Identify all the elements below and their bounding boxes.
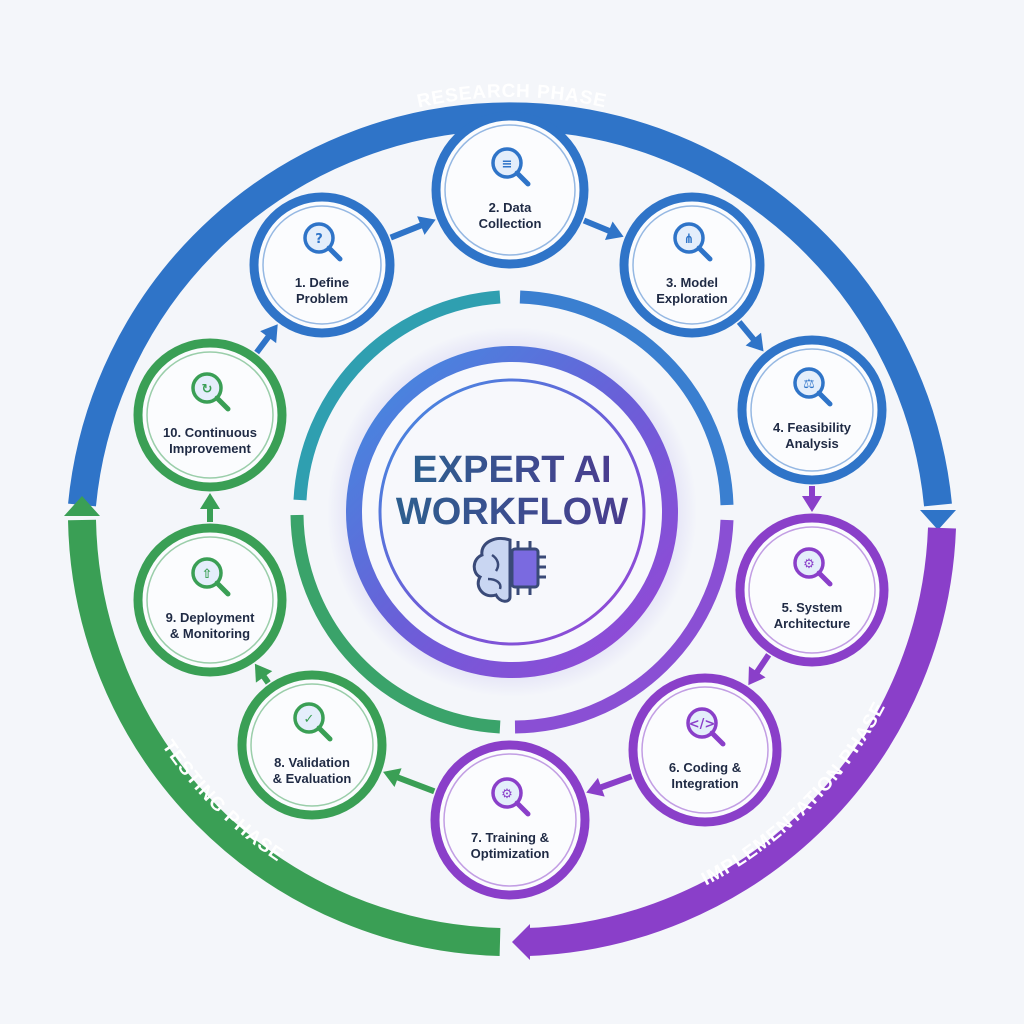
step-label-line2: Integration <box>671 776 738 791</box>
step-label-line1: 2. Data <box>489 200 532 215</box>
question-magnifier-icon: ? <box>303 222 343 262</box>
testing-phase-arc <box>68 519 501 956</box>
implementation-phase-arc <box>527 527 956 956</box>
inner-arc-green <box>290 514 501 734</box>
step-label-line1: 8. Validation <box>274 755 350 770</box>
step-label-line2: Exploration <box>656 291 728 306</box>
gears-chart-icon: ⚙ <box>491 777 531 817</box>
scale-magnifier-icon: ⚖ <box>793 367 833 407</box>
step-label-line2: Improvement <box>169 441 251 456</box>
testing-arrowhead <box>64 496 100 516</box>
center-title-line1: EXPERT AI <box>412 449 611 491</box>
shield-check-table-icon: ✓ <box>293 702 333 742</box>
step-label-line1: 6. Coding & <box>669 760 741 775</box>
cycle-check-leaf-icon: ↻ <box>191 372 231 412</box>
step-arrow <box>802 486 822 512</box>
step-label-line1: 10. Continuous <box>163 425 257 440</box>
svg-text:⚙: ⚙ <box>803 557 815 572</box>
step-label-line1: 5. System <box>782 600 843 615</box>
center-hub: EXPERT AI WORKFLOW <box>327 327 697 697</box>
step-arrow <box>383 768 436 795</box>
cloud-upload-icon: ⇧ <box>191 557 231 597</box>
step-node-9[interactable]: ⇧ 9. Deployment& Monitoring <box>133 523 287 677</box>
step-label-line1: 3. Model <box>666 275 718 290</box>
step-label-line2: Optimization <box>471 846 550 861</box>
inner-arc-teal <box>293 290 501 501</box>
step-label-line2: & Evaluation <box>273 771 352 786</box>
brain-chip-icon <box>472 537 546 603</box>
network-search-icon: ⋔ <box>673 222 713 262</box>
svg-text:↻: ↻ <box>202 382 213 397</box>
svg-text:⚙: ⚙ <box>501 787 513 802</box>
svg-text:≡: ≡ <box>502 157 513 172</box>
step-label-line1: 1. Define <box>295 275 349 290</box>
step-node-6[interactable]: </> 6. Coding &Integration <box>628 673 782 827</box>
step-arrow <box>200 493 220 522</box>
inner-arc-blue <box>519 290 734 506</box>
research-arrowhead <box>920 510 956 530</box>
implementation-arrowhead <box>512 924 530 960</box>
inner-cycle-ring <box>290 290 734 734</box>
blueprint-gears-icon: ⚙ <box>793 547 833 587</box>
step-arrow <box>389 216 436 241</box>
code-gear-icon: </> <box>686 707 726 747</box>
step-node-7[interactable]: ⚙ 7. Training &Optimization <box>430 740 590 900</box>
svg-text:</>: </> <box>689 717 716 732</box>
svg-text:⚖: ⚖ <box>803 377 815 392</box>
step-label-line1: 9. Deployment <box>166 610 256 625</box>
step-label-line2: Collection <box>479 216 542 231</box>
step-arrow <box>586 773 633 797</box>
step-arrows <box>200 216 822 797</box>
svg-text:?: ? <box>315 232 323 247</box>
step-label-line2: Analysis <box>785 436 838 451</box>
step-arrow <box>748 653 772 686</box>
step-arrow <box>736 320 764 352</box>
step-label-line1: 4. Feasibility <box>773 420 852 435</box>
svg-text:⋔: ⋔ <box>684 232 695 247</box>
step-label-line2: Problem <box>296 291 348 306</box>
step-label-line2: & Monitoring <box>170 626 250 641</box>
step-label-line2: Architecture <box>774 616 851 631</box>
center-title-line2: WORKFLOW <box>396 491 628 533</box>
svg-text:⇧: ⇧ <box>202 567 213 582</box>
step-arrow <box>254 663 273 685</box>
inner-arc-purple <box>514 519 734 734</box>
document-database-search-icon: ≡ <box>491 147 531 187</box>
step-arrow <box>254 324 278 355</box>
step-node-8[interactable]: ✓ 8. Validation& Evaluation <box>237 670 387 820</box>
step-arrow <box>582 217 624 240</box>
svg-text:✓: ✓ <box>304 712 315 727</box>
step-label-line1: 7. Training & <box>471 830 549 845</box>
